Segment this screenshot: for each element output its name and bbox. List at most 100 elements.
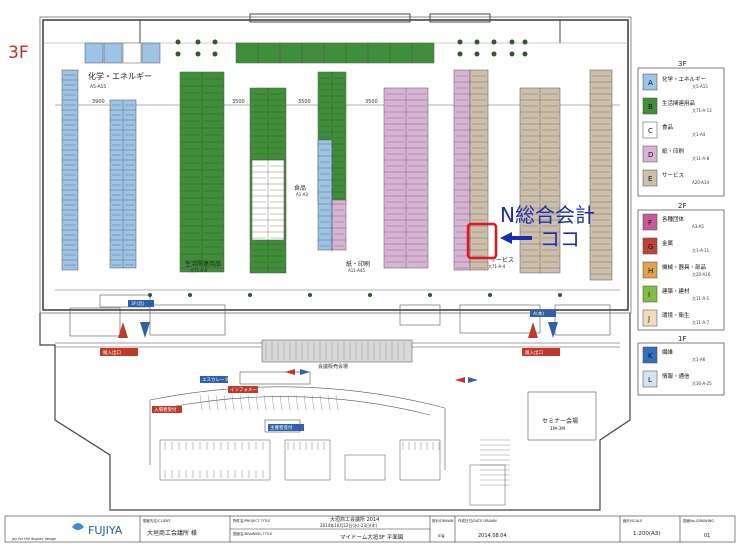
- seminar-room: [527, 391, 597, 441]
- aisle-label-food-code: A1-A3: [296, 192, 308, 197]
- top-row-booths: [84, 42, 435, 64]
- pillars: [148, 39, 562, 297]
- legend-floor-1f: 1F: [678, 335, 686, 343]
- arrow-left-icon: [500, 232, 532, 244]
- exit-sign: [100, 348, 138, 356]
- aisle-label-chem: 化学・エネルギー: [88, 71, 152, 81]
- legend-key: C: [648, 127, 653, 135]
- aisle-label-food: 食品: [294, 184, 306, 192]
- info-sign: [128, 300, 154, 307]
- legend-code: 大71-A-13: [692, 107, 712, 113]
- reception-sign: [152, 406, 182, 413]
- legend-name: 情報・通信: [662, 372, 690, 380]
- aisle-label-service-code: 大71-A-4: [488, 263, 506, 269]
- legend-key: D: [648, 151, 653, 159]
- information-sign-label: インフォメーション: [230, 387, 271, 393]
- dimension-label: 3500: [232, 99, 245, 105]
- arrow-up-icon: [528, 322, 538, 338]
- escalator-sign-label: エスカレーター: [202, 376, 234, 383]
- entrance-arrows: [118, 322, 558, 383]
- legend-name: 化学・エネルギー: [662, 75, 706, 83]
- drawing-label: 図面名/DRAWING TITLE: [233, 531, 272, 536]
- legend-key: E: [648, 175, 652, 183]
- arrow-right-icon: [300, 369, 310, 375]
- legend-name: 繊維: [662, 348, 674, 356]
- scale-value: 1:200(A3): [633, 531, 660, 537]
- meeting-hall: [261, 339, 413, 363]
- legend-name: 食品: [662, 123, 674, 131]
- legend-code: 大5-A15: [692, 83, 708, 89]
- legend-code: 大11-A-7: [692, 319, 710, 325]
- annotation-sub: ココ: [540, 227, 580, 251]
- legend-name: サービス: [662, 171, 684, 179]
- legend-key: L: [648, 376, 652, 384]
- booth-blocks: [61, 69, 613, 281]
- legend-name: 機械・器具・部品: [662, 263, 707, 271]
- legend-swatch: [642, 285, 658, 303]
- legend-swatch: [642, 121, 658, 139]
- legend-code: 大11-A-1: [692, 295, 710, 301]
- legend-name: 金属: [662, 239, 673, 247]
- dimension-label: 3900: [92, 99, 105, 105]
- legend-floor-3f: 3F: [678, 60, 686, 68]
- legend-name: 生活関連用品: [662, 99, 696, 107]
- legend-swatch: [642, 145, 658, 163]
- project-value: 大垣商工会議所 2014: [330, 516, 379, 523]
- title-block-text: joy for the display design FUJIYA 御客先名/C…: [11, 516, 714, 541]
- legend-key: A: [648, 79, 653, 87]
- aisle-labels: 化学・エネルギー A5-A15 生活関連用品 大71-A-9 食品 A1-A3 …: [88, 71, 514, 273]
- fujiya-logo-icon: [72, 523, 84, 530]
- arrow-down-icon: [548, 322, 558, 338]
- seminar-room-code: 1M-3M: [550, 426, 565, 432]
- restroom-lines: [164, 442, 440, 478]
- exit-sign-label: 搬入出口: [103, 349, 121, 356]
- legend-code: A20-A14: [692, 180, 709, 185]
- drawn-label: 設計/DRAWN: [432, 518, 454, 523]
- reception-sign-label: 入場者受付: [154, 406, 177, 413]
- info-sign: [530, 310, 556, 317]
- legend-code: 大1-A-11: [692, 247, 710, 253]
- organizer-sign: [268, 424, 304, 431]
- title-block: [4, 515, 736, 543]
- legend-code: 大30-A-25: [692, 380, 712, 386]
- legend-swatch: [642, 261, 658, 279]
- legend-key: J: [647, 315, 650, 323]
- legend-code: 大1-A4: [692, 131, 706, 137]
- aisle-label-paper-code: A11-A45: [348, 268, 365, 273]
- aisle-label-chem-code: A5-A15: [90, 84, 106, 90]
- arrow-right-icon: [468, 377, 478, 383]
- legend-swatch: [642, 309, 658, 327]
- legend-key: B: [648, 103, 653, 111]
- seminar-room-label: セミナー会場: [542, 417, 578, 425]
- aisle-label-paper: 紙・印刷: [346, 260, 370, 268]
- lower-rooms: [69, 294, 611, 337]
- signs: 搬入出口 搬入出口 3F(北) A(本) エスカレーター インフォメーション 入…: [100, 300, 560, 431]
- client-label: 御客先名/CLIENT: [143, 518, 171, 523]
- booth-grid: [62, 72, 612, 275]
- aisle-label-living-code: 大71-A-9: [190, 267, 208, 273]
- legend-key: H: [648, 267, 653, 275]
- info-sign-label: A(本): [533, 310, 544, 317]
- brand-name: FUJIYA: [88, 524, 123, 537]
- legend-swatch: [642, 370, 658, 388]
- arrow-left-icon: [455, 377, 465, 383]
- legend-floor-2f: 2F: [678, 202, 686, 210]
- legend-swatch: [642, 213, 658, 231]
- legend-swatch: [642, 97, 658, 115]
- info-sign-label: 3F(北): [131, 300, 145, 307]
- dimension-labels: 3900 3500 3500 3500: [92, 99, 378, 105]
- legend-swatch: [642, 169, 658, 187]
- client-value: 大垣商工会議所 様: [147, 529, 197, 537]
- date-label: 作成日付/DATE DRAWN: [458, 518, 497, 523]
- project-label: 物件名/PROJECT TITLE: [233, 518, 270, 523]
- drawing-no-value: 01: [704, 533, 710, 539]
- drawn-value: sig: [438, 533, 445, 539]
- legend-name: 紙・印刷: [662, 147, 685, 155]
- floor-label: 3F: [8, 43, 29, 63]
- scale-label: 縮尺/SCALE: [623, 518, 642, 523]
- arrow-left-icon: [285, 369, 295, 375]
